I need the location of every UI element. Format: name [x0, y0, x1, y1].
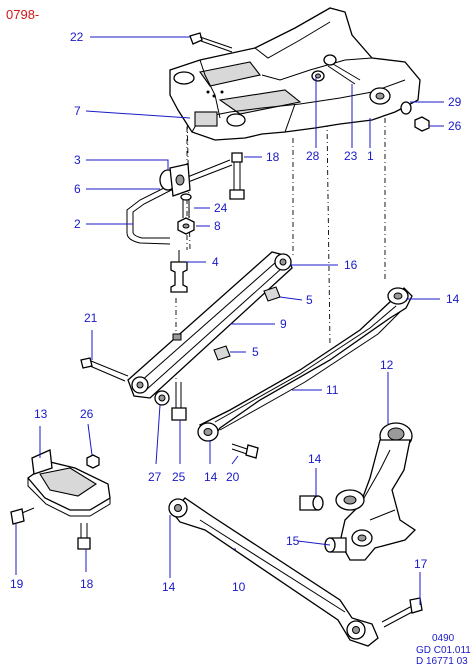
bolt-18-upper [229, 152, 245, 200]
callout-5-lower: 5 [252, 345, 259, 359]
diagram-reference-code: 0798- [6, 7, 40, 22]
rear-knuckle [335, 422, 417, 561]
callout-22: 22 [70, 30, 84, 44]
bolt-17 [381, 597, 423, 628]
stabilizer-bush [159, 163, 191, 197]
callout-14-rod: 14 [162, 580, 176, 594]
callout-24: 24 [214, 201, 228, 215]
callout-12: 12 [380, 358, 394, 372]
callout-7: 7 [74, 104, 81, 118]
lower-arm-9 [127, 251, 293, 399]
callout-18-lower: 18 [80, 577, 94, 591]
callout-27: 27 [148, 470, 162, 484]
callout-19: 19 [10, 577, 24, 591]
footer-line-2: GD C01.011 [416, 645, 471, 656]
callout-1: 1 [367, 149, 374, 163]
callout-11: 11 [326, 383, 339, 397]
bush-14-knuckle [299, 495, 324, 511]
rear-subframe [169, 7, 421, 141]
footer-line-3: D 16771 03 [416, 656, 468, 667]
callout-2: 2 [74, 217, 81, 231]
callout-16: 16 [344, 258, 358, 272]
callout-17: 17 [414, 557, 428, 571]
nut-8 [177, 217, 195, 235]
bolt-19 [10, 507, 35, 525]
callout-leaders [15, 36, 444, 605]
callout-9: 9 [280, 317, 287, 331]
callout-6: 6 [74, 182, 81, 196]
bolt-24 [180, 193, 192, 218]
callout-29: 29 [448, 95, 462, 109]
callout-4: 4 [212, 255, 219, 269]
footer-line-1: 0490 [432, 633, 455, 644]
bolt-23 [323, 54, 361, 85]
callout-10: 10 [232, 580, 246, 594]
bush-15-knuckle [324, 537, 347, 553]
nut-26-lower [86, 454, 100, 469]
bolt-20 [231, 443, 259, 459]
callout-23: 23 [344, 149, 358, 163]
callout-8: 8 [214, 219, 221, 233]
callout-18-upper: 18 [266, 150, 280, 164]
callout-28: 28 [306, 149, 320, 163]
callout-3: 3 [74, 153, 81, 167]
callout-14-knuckle: 14 [308, 452, 322, 466]
stabilizer-link [170, 250, 188, 293]
mounting-bracket-13 [27, 449, 111, 517]
callout-21: 21 [84, 311, 98, 325]
callout-26-lower: 26 [80, 407, 94, 421]
callout-14-front: 14 [204, 470, 218, 484]
bolt-22 [189, 32, 233, 53]
bolt-18-lower [77, 523, 91, 550]
nut-27 [154, 390, 170, 406]
nut-28 [311, 70, 325, 82]
shim-5-lower [213, 345, 231, 361]
lower-rod-10 [168, 497, 379, 647]
bolt-25 [171, 382, 187, 421]
callout-15: 15 [286, 534, 300, 548]
trailing-arm-11 [197, 287, 413, 442]
callout-5-upper: 5 [306, 293, 313, 307]
callout-20: 20 [226, 470, 240, 484]
callout-25: 25 [172, 470, 186, 484]
callout-26-upper: 26 [448, 119, 462, 133]
washer-29 [400, 101, 412, 115]
bolt-21 [80, 357, 129, 382]
callout-labels: 22 7 3 6 2 18 24 8 4 28 23 1 29 26 16 5 … [10, 30, 462, 594]
callout-14-trailing-arm: 14 [446, 292, 460, 306]
nut-26-upper [414, 116, 430, 132]
callout-13: 13 [34, 407, 48, 421]
stabilizer-bar [126, 159, 233, 245]
